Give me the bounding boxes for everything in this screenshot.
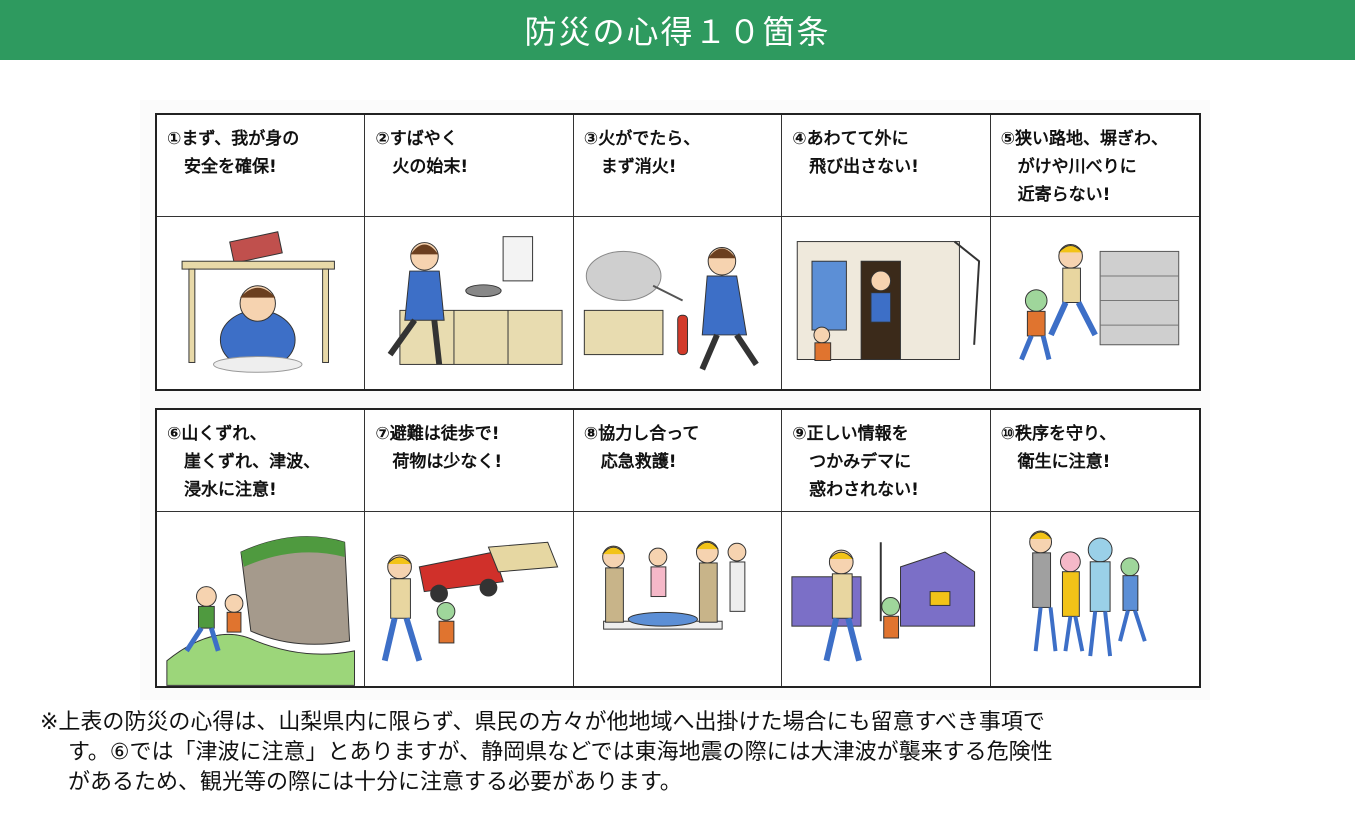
tip-illustration-2 (365, 217, 574, 389)
tip-caption-7: ⑦避難は徒歩で! 荷物は少なく! (365, 410, 574, 512)
page-title-bar: 防災の心得１０箇条 (0, 0, 1355, 60)
stove-illustration (388, 236, 563, 365)
footnote-line-1: ※上表の防災の心得は、山梨県内に限らず、県民の方々が他地域へ出掛けた場合にも留意… (40, 710, 1045, 735)
tip-illustration-5 (991, 217, 1199, 389)
person-under-table-illustration (181, 231, 335, 373)
footnote: ※上表の防災の心得は、山梨県内に限らず、県民の方々が他地域へ出掛けた場合にも留意… (40, 708, 1330, 798)
tip-caption-8: ⑧協力し合って 応急救護! (573, 410, 783, 512)
tip-caption-2: ②すばやく 火の始末! (365, 115, 574, 217)
tips-table-row-1: ①まず、我が身の 安全を確保! ②すばやく 火の始末! ③火がでたら、 まず消火… (155, 113, 1201, 391)
tip-illustration-9 (782, 512, 991, 686)
tip-caption-5: ⑤狭い路地、塀ぎわ、 がけや川べりに 近寄らない! (990, 115, 1199, 217)
tip-illustration-10 (991, 512, 1199, 686)
tip-caption-3: ③火がでたら、 まず消火! (573, 115, 783, 217)
tip-caption-4: ④あわてて外に 飛び出さない! (782, 115, 991, 217)
fire-extinguisher-illustration (583, 246, 759, 371)
collapsing-wall-illustration (1018, 244, 1179, 361)
stretcher-rescue-illustration (601, 540, 747, 630)
tip-caption-1: ①まず、我が身の 安全を確保! (157, 115, 366, 217)
tip-caption-9: ⑨正しい情報を つかみデマに 惑わされない! (782, 410, 991, 512)
radio-information-illustration (791, 542, 976, 662)
footnote-line-2: す。⑥では「津波に注意」とありますが、静岡県などでは東海地震の際には大津波が襲来… (68, 740, 1053, 765)
tip-caption-10: ⑩秩序を守り、 衛生に注意! (990, 410, 1199, 512)
landslide-illustration (166, 536, 356, 686)
footnote-line-3: があるため、観光等の際には十分に注意する必要があります。 (68, 770, 682, 795)
tip-illustration-3 (574, 217, 783, 389)
tip-illustration-4 (782, 217, 991, 389)
tip-caption-6: ⑥山くずれ、 崖くずれ、津波、 浸水に注意! (157, 410, 366, 512)
page-title: 防災の心得１０箇条 (524, 13, 831, 51)
tip-illustration-7 (365, 512, 574, 686)
doorway-illustration (796, 240, 981, 361)
tips-table-row-2: ⑥山くずれ、 崖くずれ、津波、 浸水に注意! ⑦避難は徒歩で! 荷物は少なく! … (155, 408, 1201, 688)
tip-illustration-8 (574, 512, 783, 686)
walking-evacuation-illustration (382, 541, 559, 662)
tip-illustration-6 (157, 512, 366, 686)
tip-illustration-1 (157, 217, 366, 389)
orderly-group-illustration (1028, 530, 1147, 657)
